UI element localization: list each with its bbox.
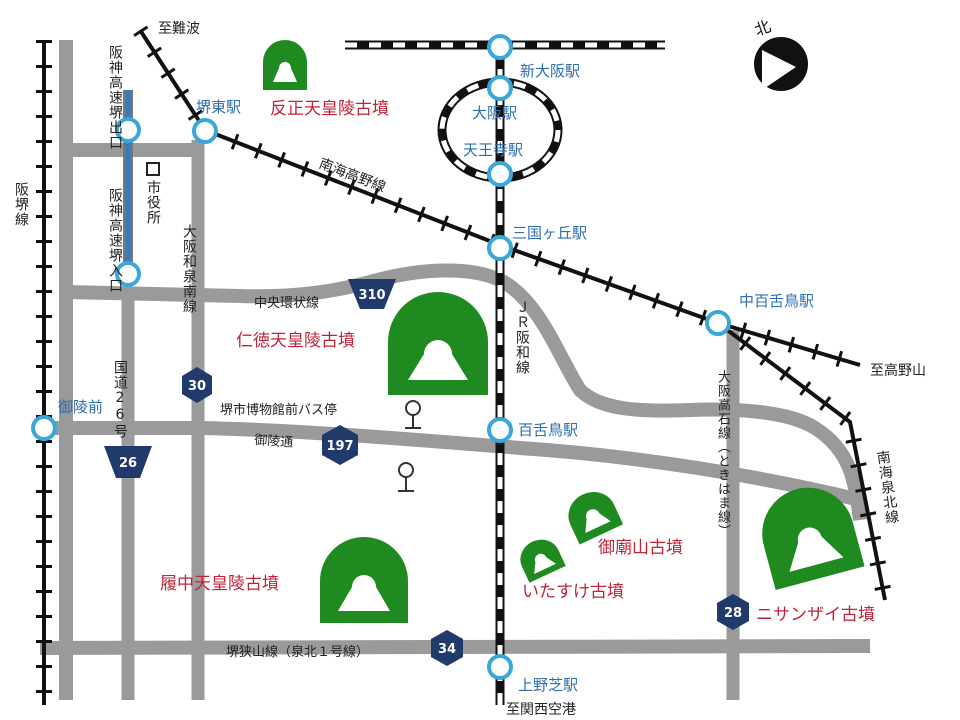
shield-26: 26 [104, 446, 152, 478]
hanshin-entrance-label: 阪神高速堺入口 [107, 188, 123, 293]
gobyoyama-kofun-icon [568, 492, 624, 545]
station-label-goryomae: 御陵前 [58, 398, 103, 416]
station-marker-mozu[interactable] [487, 417, 513, 443]
bus-stop-icon [405, 400, 421, 429]
nintoku-kofun-icon [388, 292, 488, 395]
hanshin-exit-marker[interactable] [115, 117, 141, 143]
jr-hanwa-label: ＪＲ阪和線 [514, 300, 530, 375]
koya-line-label: 南海高野線 [317, 155, 388, 196]
kofun-label-gobyoyama: 御廟山古墳 [598, 538, 683, 558]
station-marker-uenoshiba[interactable] [487, 654, 513, 680]
compass: 北 [752, 16, 808, 91]
shield-34-number: 34 [438, 642, 456, 657]
kofun-label-nintoku: 仁徳天皇陵古墳 [236, 331, 355, 351]
shield-310-number: 310 [358, 288, 385, 303]
bus-stop-label: 堺市博物館前バス停 [220, 402, 337, 418]
station-marker-mikunigaoka[interactable] [487, 235, 513, 261]
goryo-dori-label: 御陵通 [254, 433, 294, 451]
sakai-sayama-label: 堺狭山線（泉北１号線） [226, 644, 369, 660]
izumi-nan-label: 大阪和泉南線 [181, 224, 197, 314]
stations [31, 34, 731, 680]
bus-stop-icon [398, 462, 414, 492]
station-marker-nakamozu[interactable] [705, 310, 731, 336]
station-label-tennoji: 天王寺駅 [463, 141, 523, 159]
compass-north-label: 北 [752, 16, 774, 39]
itasuke-kofun-icon [520, 539, 566, 583]
city-hall-label: 市役所 [145, 180, 161, 225]
station-marker-sakai-higashi[interactable] [192, 118, 218, 144]
hanshin-exit-label: 阪神高速堺出口 [107, 45, 123, 150]
route-shields: 310 30 26 197 34 28 [104, 279, 749, 666]
station-label-uenoshiba: 上野芝駅 [518, 676, 578, 694]
station-marker-shin-osaka[interactable] [487, 34, 513, 60]
shield-28: 28 [717, 594, 749, 630]
shield-197: 197 [322, 425, 358, 465]
shield-30: 30 [182, 367, 212, 403]
destination-namba: 至難波 [158, 21, 200, 37]
kofun-label-hanzei: 反正天皇陵古墳 [270, 99, 389, 119]
station-label-mikunigaoka: 三国ヶ丘駅 [512, 224, 587, 242]
station-label-osaka: 大阪駅 [472, 104, 517, 122]
landmark-icons [146, 162, 421, 492]
koya-branch-rail [717, 321, 861, 367]
chuo-kanjo-label: 中央環状線 [254, 295, 319, 311]
hanzei-kofun-icon [263, 40, 307, 90]
kofun-label-itasuke: いたすけ古墳 [522, 582, 624, 602]
hanshin-entrance-marker[interactable] [115, 261, 141, 287]
kofun-labels: 反正天皇陵古墳 仁徳天皇陵古墳 履中天皇陵古墳 御廟山古墳 いたすけ古墳 ニサン… [160, 99, 875, 625]
destination-koyasan: 至高野山 [870, 362, 926, 379]
station-marker-osaka[interactable] [487, 75, 513, 101]
station-label-mozu: 百舌鳥駅 [518, 421, 578, 439]
station-label-nakamozu: 中百舌鳥駅 [739, 292, 814, 310]
osaka-takaishi-label: 大阪高石線（ときはま線） [715, 370, 730, 538]
station-marker-goryomae[interactable] [31, 415, 57, 441]
hansai-line-label: 阪堺線 [13, 182, 29, 227]
route26-label: 国道26号 [112, 360, 128, 439]
shield-197-number: 197 [326, 439, 353, 454]
kofun-label-richu: 履中天皇陵古墳 [160, 574, 279, 594]
station-label-sakai-higashi: 堺東駅 [196, 98, 241, 116]
station-labels: 堺東駅 新大阪駅 大阪駅 天王寺駅 三国ヶ丘駅 中百舌鳥駅 百舌鳥駅 御陵前 上… [58, 62, 814, 694]
shield-310: 310 [348, 279, 396, 309]
nisanzai-kofun-icon [762, 487, 865, 591]
shield-28-number: 28 [724, 606, 742, 621]
richu-kofun-icon [320, 537, 408, 623]
kofun-label-nisanzai: ニサンザイ古墳 [756, 605, 875, 625]
city-hall-icon [146, 162, 160, 176]
shield-30-number: 30 [188, 379, 206, 394]
line-labels: 南海高野線 中央環状線 御陵通 堺狭山線（泉北１号線） 至難波 至高野山 至関西… [158, 21, 926, 718]
destination-kix: 至関西空港 [506, 702, 576, 718]
road-goryo-dori [40, 421, 862, 507]
kofun-shapes [263, 40, 865, 623]
station-label-shin-osaka: 新大阪駅 [520, 62, 580, 80]
station-marker-tennoji[interactable] [487, 161, 513, 187]
shield-34: 34 [431, 630, 463, 666]
shield-26-number: 26 [119, 456, 137, 471]
